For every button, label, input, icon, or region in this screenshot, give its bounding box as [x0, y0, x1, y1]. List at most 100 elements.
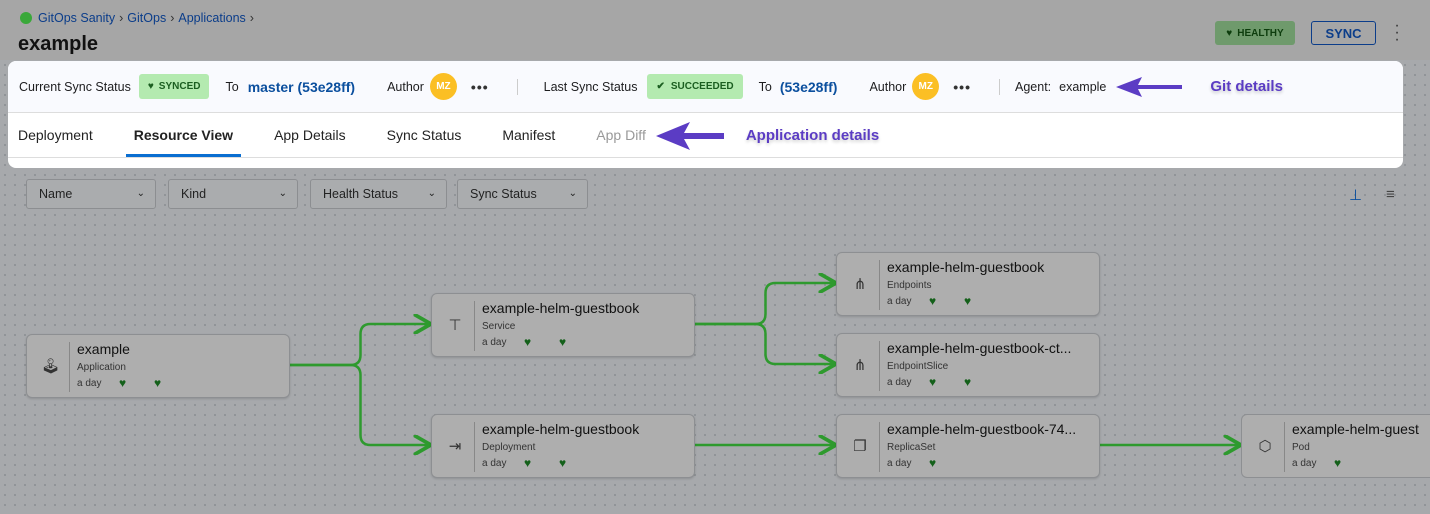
health-text: HEALTHY	[1237, 27, 1284, 39]
filter-label: Health Status	[323, 187, 399, 201]
agent-label: Agent:	[1015, 79, 1052, 94]
git-details-annotation: Git details	[1210, 78, 1283, 95]
current-sync-label: Current Sync Status	[19, 79, 131, 94]
succeeded-text: SUCCEEDED	[670, 81, 734, 92]
tab-resource-view[interactable]: Resource View	[125, 113, 242, 157]
tab-deployment[interactable]: Deployment	[18, 127, 93, 143]
git-details-row: Current Sync Status ♥SYNCED To master (5…	[8, 61, 1403, 113]
tab-bar: Deployment Resource View App Details Syn…	[8, 113, 1403, 158]
edge	[695, 283, 836, 326]
breadcrumb-separator: ›	[249, 11, 254, 25]
breadcrumb-separator: ›	[119, 11, 124, 25]
tab-sync-status[interactable]: Sync Status	[386, 127, 462, 143]
filter-label: Sync Status	[470, 187, 537, 201]
arrow-annotation-icon	[1116, 76, 1183, 97]
heart-icon: ♥	[1334, 456, 1342, 470]
tab-app-details[interactable]: App Details	[274, 127, 346, 143]
page-title: example	[18, 33, 99, 55]
heart-icon: ♥	[119, 376, 127, 390]
node-age: a day	[887, 458, 912, 469]
node-kind: Application	[77, 362, 126, 373]
divider	[879, 260, 880, 310]
node-age: a day	[482, 337, 507, 348]
heart-icon: ♥	[1226, 27, 1233, 39]
joystick-icon: 🕹	[41, 358, 61, 375]
resource-node[interactable]: ⋔example-helm-guestbook-ct...EndpointSli…	[836, 333, 1100, 397]
app-details-annotation: Application details	[745, 126, 880, 144]
filter-health-status[interactable]: Health Status ⌄	[310, 179, 447, 209]
breadcrumb-item[interactable]: GitOps	[127, 11, 167, 25]
node-kind: Deployment	[482, 442, 536, 453]
node-name: example-helm-guestbook	[482, 300, 640, 316]
current-commit-link[interactable]: master (53e28ff)	[247, 78, 356, 95]
agent-value: example	[1059, 79, 1107, 94]
node-age: a day	[77, 378, 102, 389]
heart-icon: ♥	[929, 375, 937, 389]
node-age: a day	[482, 458, 507, 469]
check-circle-icon: ✔	[656, 81, 665, 92]
heart-icon: ♥	[559, 335, 567, 349]
heart-icon: ♥	[929, 294, 937, 308]
edge	[290, 363, 431, 445]
tab-manifest[interactable]: Manifest	[502, 127, 556, 143]
succeeded-badge: ✔ SUCCEEDED	[647, 74, 743, 99]
node-age: a day	[1292, 458, 1317, 469]
breadcrumb-item[interactable]: Applications	[178, 11, 246, 25]
synced-badge: ♥SYNCED	[138, 74, 210, 99]
divider	[69, 342, 70, 392]
breadcrumb-separator: ›	[170, 11, 175, 25]
avatar: MZ	[429, 73, 457, 100]
node-name: example-helm-guest	[1292, 421, 1419, 437]
more-options-icon[interactable]: ···	[1394, 17, 1400, 48]
sync-button[interactable]: SYNC	[1311, 21, 1376, 45]
heart-icon: ♥	[929, 456, 937, 470]
filter-label: Kind	[181, 187, 207, 201]
filter-kind[interactable]: Kind ⌄	[168, 179, 298, 209]
node-kind: Pod	[1292, 442, 1310, 453]
node-name: example-helm-guestbook	[482, 421, 640, 437]
to-label: To	[225, 79, 239, 94]
divider	[1284, 422, 1285, 472]
breadcrumb-item[interactable]: GitOps Sanity	[38, 11, 116, 25]
gitops-logo-icon	[20, 12, 32, 24]
endpoints-icon: ⋔	[853, 276, 867, 293]
heart-icon: ♥	[964, 294, 972, 308]
top-bar	[0, 0, 1430, 60]
author-label: Author	[387, 79, 424, 94]
node-name: example-helm-guestbook	[887, 259, 1045, 275]
filter-sync-status[interactable]: Sync Status ⌄	[457, 179, 588, 209]
filter-name[interactable]: Name ⌄	[26, 179, 156, 209]
list-view-icon[interactable]: ≡	[1386, 186, 1395, 203]
chevron-down-icon: ⌄	[136, 188, 145, 199]
arrow-annotation-icon	[655, 122, 724, 150]
node-kind: EndpointSlice	[887, 361, 949, 372]
node-kind: ReplicaSet	[887, 442, 936, 453]
divider	[999, 78, 1000, 95]
heart-icon: ♥	[964, 375, 972, 389]
chevron-down-icon: ⌄	[278, 188, 287, 199]
last-commit-link[interactable]: (53e28ff)	[779, 78, 838, 95]
tab-app-diff[interactable]: App Diff	[596, 127, 646, 143]
endpoints-icon: ⋔	[853, 357, 867, 374]
service-icon: ⊤	[448, 317, 462, 334]
divider	[879, 341, 880, 391]
deployment-icon: ⇥	[448, 438, 462, 455]
divider	[516, 78, 518, 95]
more-dots-icon[interactable]: •••	[953, 78, 971, 95]
breadcrumb: GitOps Sanity› GitOps› Applications›	[20, 11, 254, 25]
more-dots-icon[interactable]: •••	[470, 78, 489, 95]
edge	[695, 322, 836, 364]
node-name: example-helm-guestbook-74...	[887, 421, 1077, 437]
chevron-down-icon: ⌄	[568, 188, 577, 199]
node-kind: Service	[482, 321, 516, 332]
chevron-down-icon: ⌄	[427, 188, 436, 199]
tree-view-icon[interactable]: ⊥	[1349, 187, 1363, 204]
filter-label: Name	[39, 187, 73, 201]
